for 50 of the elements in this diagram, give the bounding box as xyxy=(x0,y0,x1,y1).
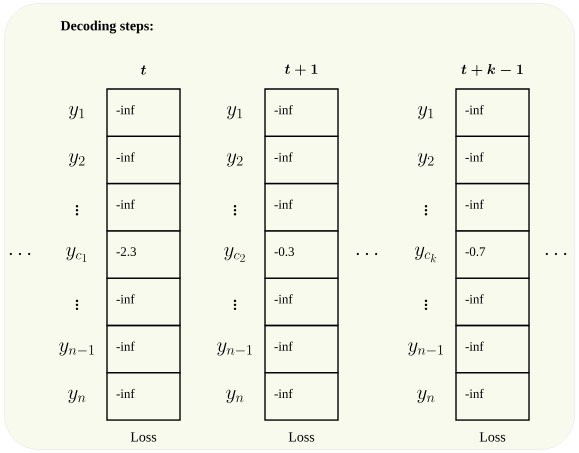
row-label: $\vdots$ xyxy=(424,205,428,216)
column-header: $t+1$ xyxy=(284,64,318,76)
value-cell: -2.3 xyxy=(106,230,181,279)
value-cell: -inf xyxy=(264,278,339,326)
row-label: $y_{n}$ xyxy=(68,390,86,404)
row-label: $\vdots$ xyxy=(424,300,428,310)
row-label: $y_{2}$ xyxy=(68,153,84,167)
row-label: $\vdots$ xyxy=(234,300,236,310)
value-cell: -inf xyxy=(455,278,530,326)
value-cell: -inf xyxy=(455,372,530,421)
value-cell: -inf xyxy=(106,182,181,232)
row-label: $\vdots$ xyxy=(234,205,236,216)
row-label: $y_{1}$ xyxy=(68,106,84,120)
row-label: $y_{n-1}$ xyxy=(217,342,252,356)
value-cell: -inf xyxy=(264,88,339,137)
row-label: $y_{1}$ xyxy=(418,106,434,120)
value-cell: -0.3 xyxy=(264,230,339,279)
row-label: $y_{c_{k}}$ xyxy=(414,246,436,262)
column-header: $t$ xyxy=(140,65,146,75)
value-cell: -inf xyxy=(455,136,530,184)
row-label: $y_{2}$ xyxy=(418,153,434,167)
value-cell: -inf xyxy=(264,324,339,374)
value-cell: -0.7 xyxy=(455,230,530,279)
value-cell: -inf xyxy=(455,324,530,374)
row-label: $y_{c_{1}}$ xyxy=(66,246,86,262)
value-cell: -inf xyxy=(264,182,339,232)
value-cell: -inf xyxy=(106,324,181,374)
row-label: $y_{1}$ xyxy=(226,106,242,120)
row-label: $\vdots$ xyxy=(76,205,78,216)
row-label: $y_{n}$ xyxy=(226,390,244,404)
ellipsis: $\cdots$ xyxy=(356,252,378,256)
value-cell: -inf xyxy=(106,372,181,421)
value-cell: -inf xyxy=(455,182,530,232)
value-cell: -inf xyxy=(106,88,181,137)
value-cell: -inf xyxy=(106,136,181,184)
ellipsis: $\cdots$ xyxy=(10,252,30,256)
column-header: $t+k-1$ xyxy=(461,64,523,76)
value-cell: -inf xyxy=(106,278,181,326)
row-label: $y_{c_{2}}$ xyxy=(224,246,245,262)
value-cell: -inf xyxy=(264,136,339,184)
row-label: $y_{n-1}$ xyxy=(59,342,94,356)
row-label: $y_{2}$ xyxy=(226,153,242,167)
row-label: $\vdots$ xyxy=(76,300,78,310)
row-label: $y_{n}$ xyxy=(417,390,434,404)
title: Decoding steps: xyxy=(60,20,153,34)
row-label: $y_{n-1}$ xyxy=(408,342,443,356)
ellipsis: $\cdots$ xyxy=(546,252,566,256)
value-cell: -inf xyxy=(264,372,339,421)
panel xyxy=(4,3,575,450)
value-cell: -inf xyxy=(455,88,530,137)
